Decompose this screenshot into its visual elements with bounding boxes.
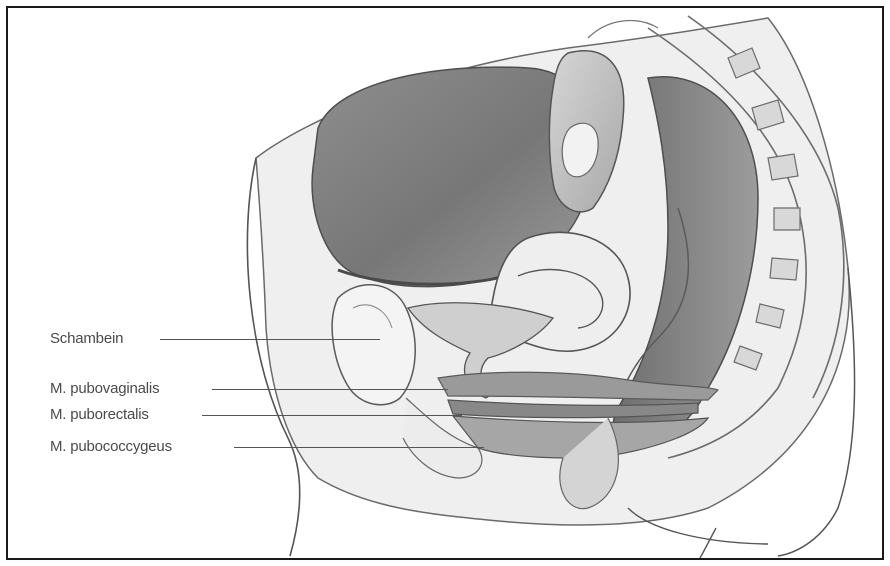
leader-pubococcygeus	[234, 447, 484, 448]
label-schambein: Schambein	[50, 330, 123, 347]
leader-schambein	[160, 339, 380, 340]
label-pubovaginalis: M. pubovaginalis	[50, 380, 159, 397]
leader-pubovaginalis	[212, 389, 448, 390]
label-pubococcygeus: M. pubococcygeus	[50, 438, 172, 455]
pelvic-floor-illustration	[8, 8, 882, 558]
leader-puborectalis	[202, 415, 462, 416]
label-puborectalis: M. puborectalis	[50, 406, 149, 423]
figure-frame: Schambein M. pubovaginalis M. puborectal…	[6, 6, 884, 560]
